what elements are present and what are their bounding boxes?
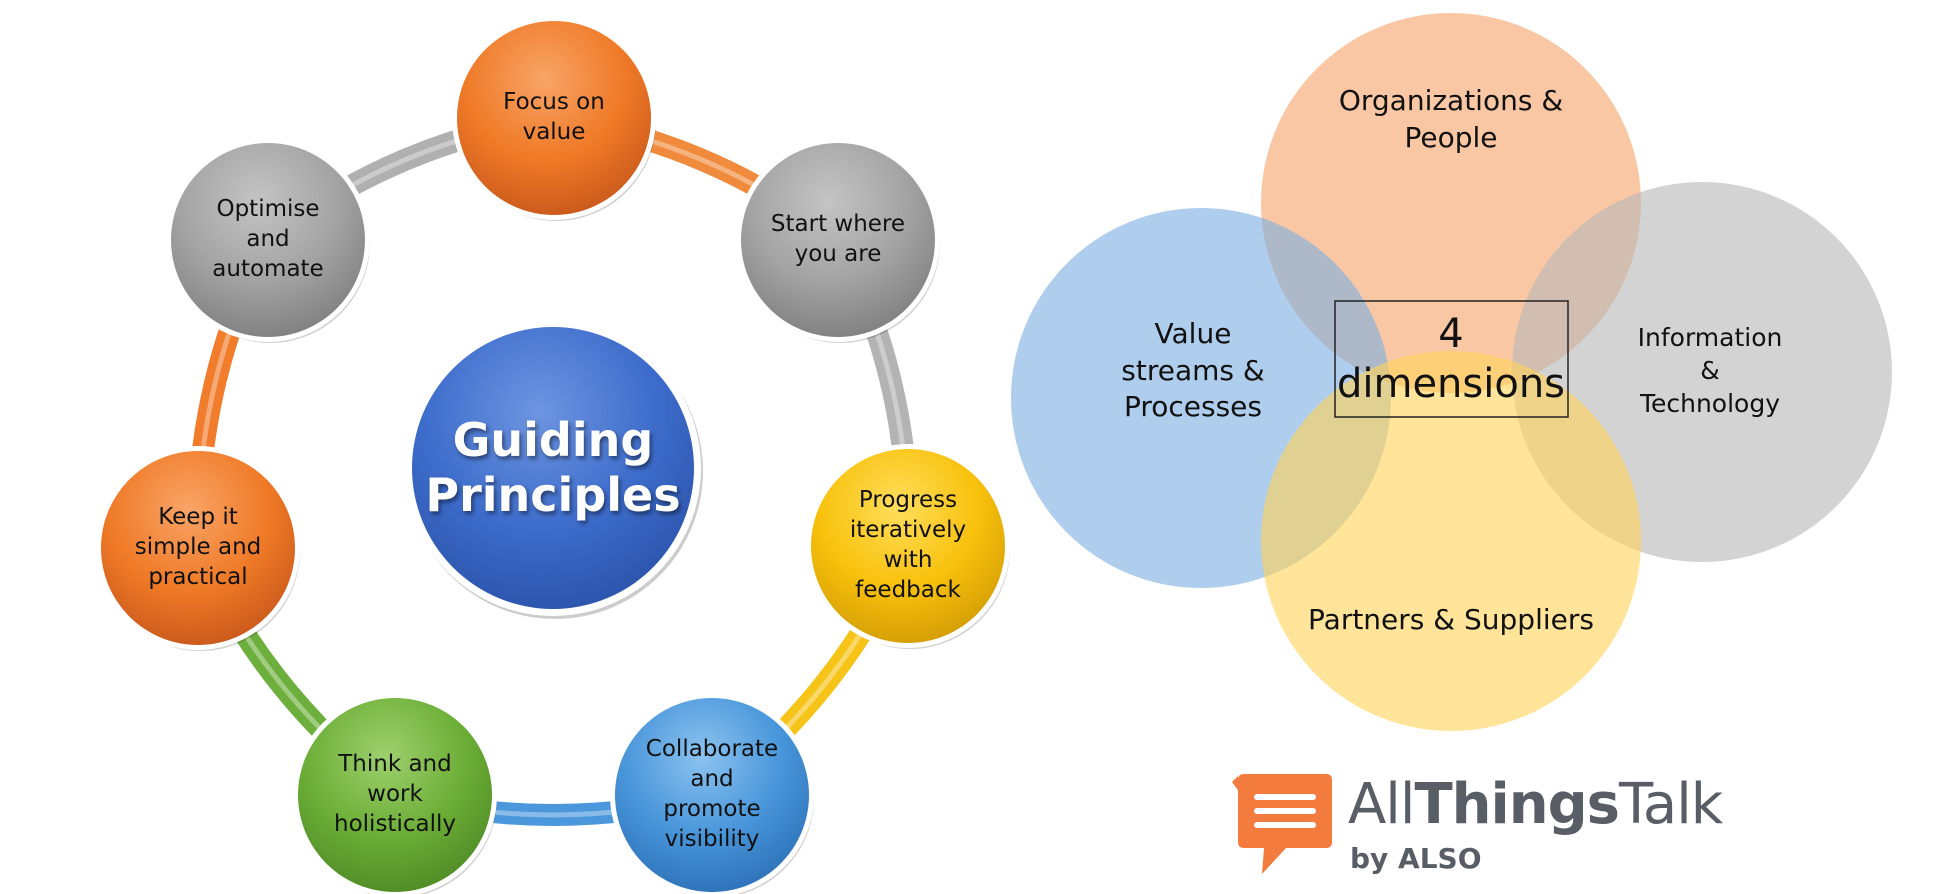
principle-label-start-where-you-are: Start where you are bbox=[770, 211, 906, 267]
principle-label-progress-iteratively-with-feedback: Progress iteratively with feedback bbox=[849, 487, 967, 603]
principle-node-progress-iteratively-with-feedback bbox=[811, 449, 1005, 643]
principle-label-collaborate-and-promote-visibility: Collaborate and promote visibility bbox=[645, 736, 779, 852]
principle-label-think-and-work-holistically: Think and work holistically bbox=[334, 751, 456, 837]
guiding-principles-center bbox=[405, 320, 703, 619]
center-title: Guiding Principles bbox=[425, 412, 681, 522]
dimension-circle-partners-suppliers bbox=[1261, 351, 1641, 731]
dimension-label-partners-suppliers: Partners & Suppliers bbox=[1308, 602, 1594, 636]
principle-node-think-and-work-holistically bbox=[298, 698, 492, 892]
principle-node-collaborate-and-promote-visibility bbox=[615, 698, 809, 892]
dimensions-center-label: 4 dimensions bbox=[1336, 311, 1566, 407]
dimension-label-organizations-people: Organizations & People bbox=[1338, 84, 1564, 154]
logo-byline: by ALSO bbox=[1350, 842, 1482, 875]
logo-word-talk: Talk bbox=[1618, 772, 1723, 837]
dimensions-center-box bbox=[1334, 300, 1569, 418]
principle-nodes bbox=[96, 16, 1010, 894]
principle-node-start-where-you-are bbox=[741, 143, 935, 337]
principle-label-keep-it-simple-and-practical: Keep it simple and practical bbox=[134, 504, 262, 590]
principle-node-optimise-and-automate bbox=[171, 143, 365, 337]
chat-bubble-icon bbox=[1232, 774, 1332, 874]
logo-word-all: All bbox=[1348, 772, 1415, 837]
principle-node-focus-on-value bbox=[457, 21, 651, 215]
logo-word-things: Things bbox=[1414, 772, 1620, 837]
dimension-label-value-streams-processes: Value streams & Processes bbox=[1121, 316, 1265, 424]
principle-label-focus-on-value: Focus on value bbox=[503, 89, 605, 145]
center-circle bbox=[412, 327, 694, 609]
allthingstalk-logo: AllThingsTalk by ALSO bbox=[1228, 770, 1723, 880]
principle-label-optimise-and-automate: Optimise and automate bbox=[212, 196, 324, 282]
dimension-label-information-technology: Information & Technology bbox=[1637, 322, 1783, 418]
logo-wordmark: AllThingsTalk bbox=[1348, 772, 1723, 837]
principle-node-keep-it-simple-and-practical bbox=[101, 451, 295, 645]
